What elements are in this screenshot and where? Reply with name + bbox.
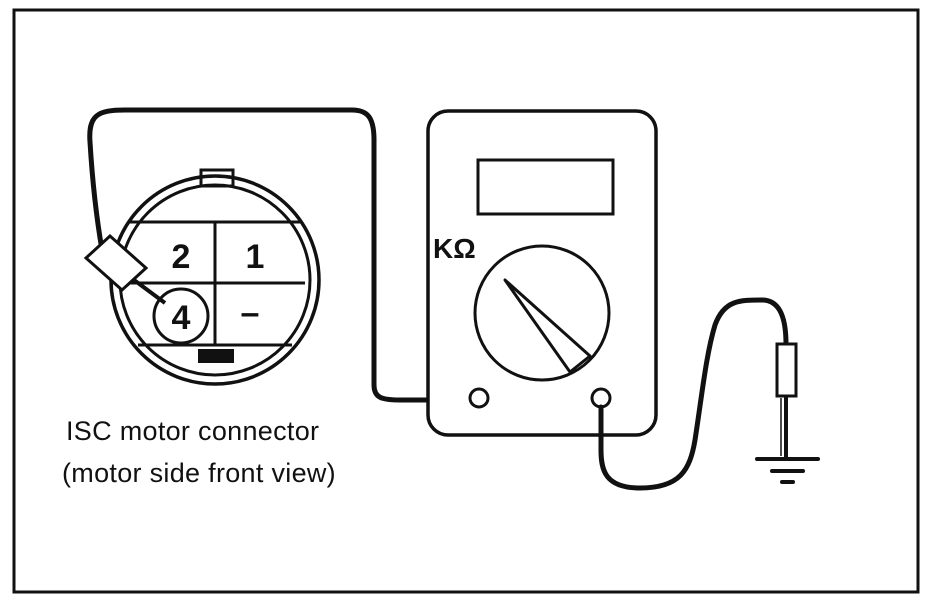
test-probe-positive xyxy=(83,233,167,305)
test-lead-wire-positive xyxy=(87,107,477,403)
pin-ground-label: – xyxy=(241,294,260,332)
ground-icon xyxy=(755,457,820,484)
meter-jack-right xyxy=(590,387,612,409)
connector-bottom-tab xyxy=(198,349,234,363)
connector-caption-line2: (motor side front view) xyxy=(62,458,336,488)
test-lead-wire-negative xyxy=(598,297,789,491)
meter-jack-left xyxy=(468,387,490,409)
pin-1-label: 1 xyxy=(246,238,265,276)
multimeter: KΩ xyxy=(426,109,658,437)
multimeter-display xyxy=(476,158,615,216)
pin-4-label: 4 xyxy=(172,299,191,337)
range-label: KΩ xyxy=(433,233,476,264)
pin-2-label: 2 xyxy=(172,238,191,276)
test-probe-negative xyxy=(775,342,798,458)
connector-pin-grid xyxy=(125,220,305,347)
isc-motor-connector: 2 1 4 – xyxy=(109,168,321,386)
diagram-frame xyxy=(12,8,920,594)
dial-pointer xyxy=(503,278,592,374)
pin-4-ring xyxy=(152,287,210,345)
connector-caption-line1: ISC motor connector xyxy=(66,416,319,446)
